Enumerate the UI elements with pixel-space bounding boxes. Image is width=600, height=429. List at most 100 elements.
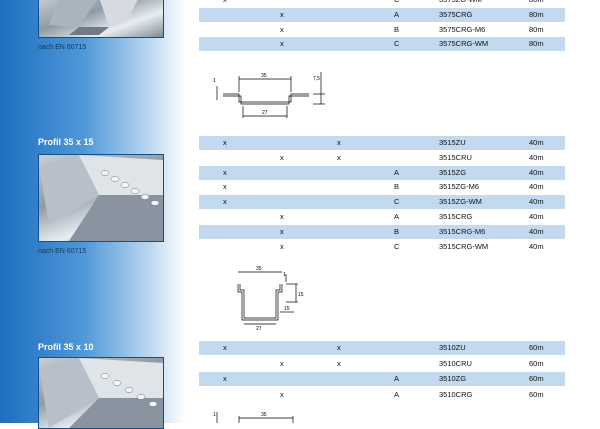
cell-article: 3575CRG-M6 xyxy=(439,24,486,34)
cell-article: 3515ZU xyxy=(439,138,466,147)
cell-variant: B xyxy=(394,24,400,34)
table-row: x A 3515CRG 40m xyxy=(199,210,565,224)
cell-length: 80m xyxy=(529,24,544,34)
cell-m3: x xyxy=(337,343,341,352)
cell-length: 80m xyxy=(529,39,544,49)
cell-article: 3575ZG-WM xyxy=(439,0,482,7)
cell-article: 3515ZG-M6 xyxy=(439,182,480,192)
dim-thickness: 1 xyxy=(283,272,286,278)
dim-width: 35 xyxy=(261,412,267,418)
cell-m1: x xyxy=(223,138,227,147)
cell-length: 40m xyxy=(529,152,544,162)
cell-article: 3510CRU xyxy=(439,358,472,368)
standard-caption: nach EN 60715 xyxy=(38,44,87,51)
cell-m2: x xyxy=(280,9,284,19)
standard-caption: nach EN 60715 xyxy=(38,248,87,255)
product-photo-profile-a xyxy=(38,0,164,38)
cell-length: 40m xyxy=(529,167,544,177)
table-row: x B 3515CRG-M6 40m xyxy=(199,224,565,239)
cell-variant: A xyxy=(394,374,400,383)
dim-height: 15 xyxy=(298,292,304,298)
cell-length: 40m xyxy=(529,197,544,207)
cell-variant: C xyxy=(394,197,400,207)
cell-length: 60m xyxy=(529,389,544,399)
cell-m1: x xyxy=(223,0,227,7)
cell-variant: C xyxy=(394,39,400,49)
table-row: x B 3575CRG-M6 80m xyxy=(199,23,565,37)
dimension-drawing-35x15: 35 27 1 15 15 xyxy=(237,266,304,332)
cell-m1: x xyxy=(223,182,227,192)
cell-article: 3510ZU xyxy=(439,343,466,352)
table-row: x x 3515ZU 40m xyxy=(199,136,565,150)
cell-m2: x xyxy=(280,226,284,236)
cell-m2: x xyxy=(280,212,284,221)
cell-length: 40m xyxy=(529,138,544,147)
product-photo-profile-b xyxy=(38,154,164,242)
table-row: x A 3510CRG 60m xyxy=(199,388,565,402)
cell-length: 40m xyxy=(529,182,544,192)
cell-m1: x xyxy=(223,374,227,383)
table-row: x x 3515CRU 40m xyxy=(199,151,565,165)
cell-article: 3515CRU xyxy=(439,152,472,162)
cell-length: 60m xyxy=(529,343,544,352)
rail-image-c xyxy=(39,358,163,428)
cell-m3: x xyxy=(337,152,341,162)
cell-article: 3510ZG xyxy=(439,374,467,383)
table-row: x C 3575ZG-WM 80m xyxy=(199,0,565,7)
table-row: x x 3510ZU 60m xyxy=(199,341,565,355)
cell-length: 80m xyxy=(529,9,544,19)
cell-length: 60m xyxy=(529,374,544,383)
cell-m3: x xyxy=(337,358,341,368)
dim-inner: 27 xyxy=(256,326,262,332)
cell-variant: A xyxy=(394,389,400,399)
dimension-drawing-35x7-5: 35 27 1 7,5 xyxy=(213,72,325,118)
dim-width: 35 xyxy=(256,266,262,272)
cell-variant: C xyxy=(394,241,400,251)
cell-article: 3515CRG-WM xyxy=(439,241,489,251)
cell-variant: A xyxy=(394,167,400,177)
cell-m2: x xyxy=(280,152,284,162)
cell-article: 3515CRG xyxy=(439,212,473,221)
table-row: x C 3575CRG-WM 80m xyxy=(199,37,565,52)
product-photo-profile-c xyxy=(38,357,164,429)
cell-length: 40m xyxy=(529,226,544,236)
cell-m2: x xyxy=(280,358,284,368)
table-row: x B 3515ZG-M6 40m xyxy=(199,180,565,194)
cell-m2: x xyxy=(280,389,284,399)
cell-variant: C xyxy=(394,0,399,7)
rail-image-b xyxy=(39,155,163,241)
cell-m3: x xyxy=(337,138,341,147)
cell-length: 60m xyxy=(529,358,544,368)
dim-thickness: 1 xyxy=(213,78,216,84)
cell-length: 40m xyxy=(529,241,544,251)
cell-variant: B xyxy=(394,226,400,236)
cell-article: 3510CRG xyxy=(439,389,473,399)
profile-heading: Profil 35 x 15 xyxy=(38,137,94,147)
cell-article: 3575CRG-WM xyxy=(439,39,489,49)
cell-variant: B xyxy=(394,182,400,192)
cell-length: 40m xyxy=(529,212,544,221)
dim-height: 7,5 xyxy=(313,76,320,82)
table-row: x x 3510CRU 60m xyxy=(199,357,565,371)
dim-width: 35 xyxy=(261,73,267,79)
dim-flange: 15 xyxy=(284,306,290,312)
cell-length: 80m xyxy=(529,0,544,7)
cell-m2: x xyxy=(280,39,284,49)
cell-article: 3515ZG xyxy=(439,167,467,177)
rail-image-a xyxy=(49,0,138,35)
table-row: x A 3515ZG 40m xyxy=(199,165,565,180)
dim-inner: 27 xyxy=(262,110,268,116)
cell-m1: x xyxy=(223,197,227,207)
dim-thickness: 1 xyxy=(213,412,216,418)
cell-m1: x xyxy=(223,343,227,352)
cell-article: 3515CRG-M6 xyxy=(439,226,486,236)
cell-m2: x xyxy=(280,24,284,34)
cell-m1: x xyxy=(223,167,227,177)
cell-variant: A xyxy=(394,212,400,221)
table-row: x A 3510ZG 60m xyxy=(199,372,565,386)
profile-heading: Profil 35 x 10 xyxy=(38,342,94,352)
cell-article: 3575CRG xyxy=(439,9,473,19)
